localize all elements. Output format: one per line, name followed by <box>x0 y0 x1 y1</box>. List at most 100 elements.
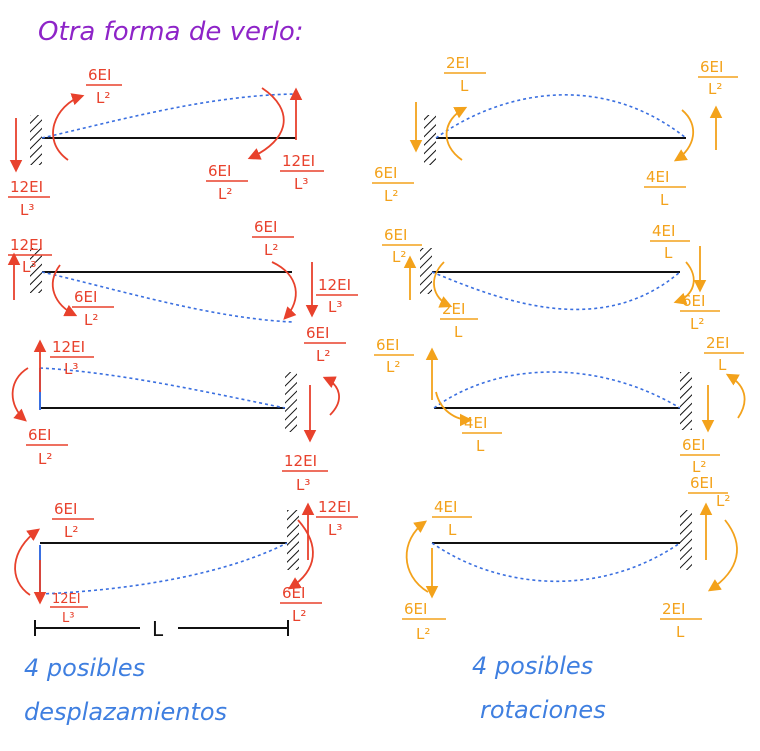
label-fraction: 12EI L³ <box>316 276 358 316</box>
fraction-den: L² <box>96 89 110 107</box>
fixed-support-right <box>287 510 299 570</box>
fraction-den: L <box>676 623 685 641</box>
fraction-num: 6EI <box>690 474 713 492</box>
label-fraction: 6EI L² <box>374 336 414 376</box>
label-fraction: 12EI L³ <box>316 498 358 539</box>
fraction-den: L² <box>690 315 704 333</box>
label-fraction: 6EI L² <box>252 218 294 259</box>
page-title: Otra forma de verlo: <box>38 17 304 47</box>
label-fraction: 12EI L³ <box>50 592 88 626</box>
fraction-num: 12EI <box>318 276 351 294</box>
fraction-den: L² <box>392 248 406 266</box>
moment-arrow-right <box>707 519 738 592</box>
label-fraction: 6EI L² <box>698 58 738 98</box>
label-fraction: 6EI L² <box>402 600 446 643</box>
fraction-den: L³ <box>294 175 308 193</box>
left-case-4: 6EI L² 12EI L³ 12EI L³ 6EI L² <box>14 498 358 626</box>
moment-arrow-left <box>405 520 429 593</box>
label-fraction: 2EI L <box>444 54 486 95</box>
fraction-num: 6EI <box>384 226 407 244</box>
fraction-num: 6EI <box>700 58 723 76</box>
label-fraction: 4EI L <box>462 414 502 455</box>
fraction-den: L² <box>264 241 278 259</box>
label-fraction: 6EI L² <box>382 226 422 266</box>
label-fraction: 6EI L² <box>72 288 114 329</box>
label-fraction: 12EI L³ <box>50 338 94 378</box>
moment-arrow-left <box>445 106 468 161</box>
span-label: L <box>152 617 164 641</box>
deflected-shape <box>39 367 286 409</box>
fraction-num: 2EI <box>442 300 465 318</box>
fixed-support-right <box>680 510 692 570</box>
right-case-1: 2EI L 6EI L² 6EI L² 4EI L <box>372 54 738 209</box>
fraction-den: L² <box>38 450 52 468</box>
label-fraction: 2EI L <box>704 334 744 374</box>
right-case-3: 6EI L² 4EI L 2EI L 6EI L² <box>374 334 746 476</box>
fraction-den: L³ <box>22 258 36 276</box>
moment-arrow-right <box>673 109 695 162</box>
fraction-den: L² <box>64 523 78 541</box>
right-panel: 2EI L 6EI L² 6EI L² 4EI L <box>372 54 746 724</box>
fraction-num: 6EI <box>74 288 97 306</box>
deflected-shape <box>433 371 681 409</box>
fraction-den: L³ <box>328 521 342 539</box>
fraction-den: L³ <box>296 476 310 494</box>
deflected-shape <box>41 93 297 139</box>
moment-arrow-right <box>322 376 340 416</box>
left-panel: 6EI L² 12EI L³ 6EI L² 12EI L³ <box>7 66 358 726</box>
moment-arrow-right <box>271 261 297 320</box>
label-fraction: 4EI L <box>432 498 472 539</box>
fraction-num: 4EI <box>646 168 669 186</box>
fraction-num: 2EI <box>446 54 469 72</box>
label-fraction: 6EI L² <box>304 324 346 365</box>
fraction-num: 6EI <box>682 436 705 454</box>
label-fraction: 6EI L² <box>688 474 730 510</box>
caption-line-1: 4 posibles <box>472 652 593 680</box>
moment-arrow-right <box>673 261 695 305</box>
fraction-den: L³ <box>62 611 74 626</box>
fraction-num: 6EI <box>376 336 399 354</box>
deflected-shape <box>39 542 288 595</box>
fixed-support-right <box>680 372 692 430</box>
moment-arrow-right <box>287 519 314 590</box>
fraction-den: L <box>460 77 469 95</box>
label-fraction: 6EI L² <box>52 500 94 541</box>
label-fraction: 4EI L <box>650 222 690 262</box>
left-case-3: 12EI L³ 6EI L² 6EI L² 12EI L³ <box>11 324 346 494</box>
deflected-shape <box>435 94 687 139</box>
fraction-num: 6EI <box>54 500 77 518</box>
right-case-4: 4EI L 6EI L² 6EI L² 2EI L <box>402 474 738 643</box>
label-fraction: 6EI L² <box>26 426 68 468</box>
left-case-1: 6EI L² 12EI L³ 6EI L² 12EI L³ <box>8 66 324 219</box>
fixed-support-left <box>30 115 42 165</box>
caption-line-2: desplazamientos <box>24 698 227 726</box>
moment-arrow-left <box>435 391 473 427</box>
label-fraction: 6EI L² <box>206 162 248 203</box>
label-fraction: 6EI L² <box>372 164 414 205</box>
fraction-den: L <box>718 356 727 374</box>
fraction-num: 6EI <box>28 426 51 444</box>
fraction-num: 6EI <box>208 162 231 180</box>
fraction-num: 4EI <box>464 414 487 432</box>
moment-arrow-left <box>52 93 85 161</box>
label-fraction: 2EI L <box>440 300 478 341</box>
fixed-support-left <box>30 248 42 293</box>
fixed-support-left <box>424 115 436 165</box>
fraction-num: 4EI <box>434 498 457 516</box>
fraction-den: L³ <box>64 360 78 378</box>
fraction-den: L <box>448 521 457 539</box>
label-fraction: 4EI L <box>644 168 686 209</box>
fraction-den: L² <box>708 80 722 98</box>
fraction-num: 2EI <box>706 334 729 352</box>
label-fraction: 6EI L² <box>680 436 720 476</box>
fraction-den: L² <box>416 625 430 643</box>
left-case-2: 12EI L³ 6EI L² 6EI L² 12EI L³ <box>7 218 358 329</box>
fraction-num: 6EI <box>404 600 427 618</box>
moment-arrow-right <box>247 87 285 160</box>
fraction-num: 12EI <box>52 592 81 607</box>
fraction-den: L² <box>292 607 306 625</box>
fraction-num: 12EI <box>52 338 85 356</box>
fraction-den: L² <box>386 358 400 376</box>
moment-arrow-left <box>433 261 453 308</box>
